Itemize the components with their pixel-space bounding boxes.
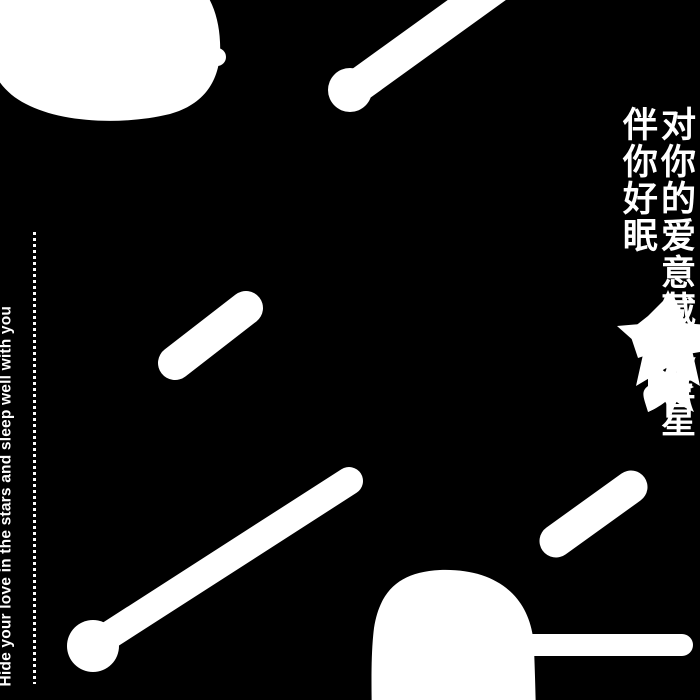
dotted-rule-divider <box>33 232 36 684</box>
capsule-middle-left-icon <box>158 291 263 380</box>
capsule-middle-right-icon <box>539 470 648 558</box>
chinese-caption: 对你的爱意藏进星星 伴你好眠 <box>616 106 695 439</box>
matchstick-top-right-icon <box>328 0 506 112</box>
balloon-top-left-icon <box>0 0 226 121</box>
balloon-bottom-right-icon <box>371 569 693 700</box>
sparkle-four-point-icon <box>643 357 694 417</box>
english-caption: Hide your love in the stars and sleep we… <box>0 305 15 686</box>
matchstick-bottom-left-icon <box>67 467 363 672</box>
star-five-point-icon <box>617 290 700 386</box>
